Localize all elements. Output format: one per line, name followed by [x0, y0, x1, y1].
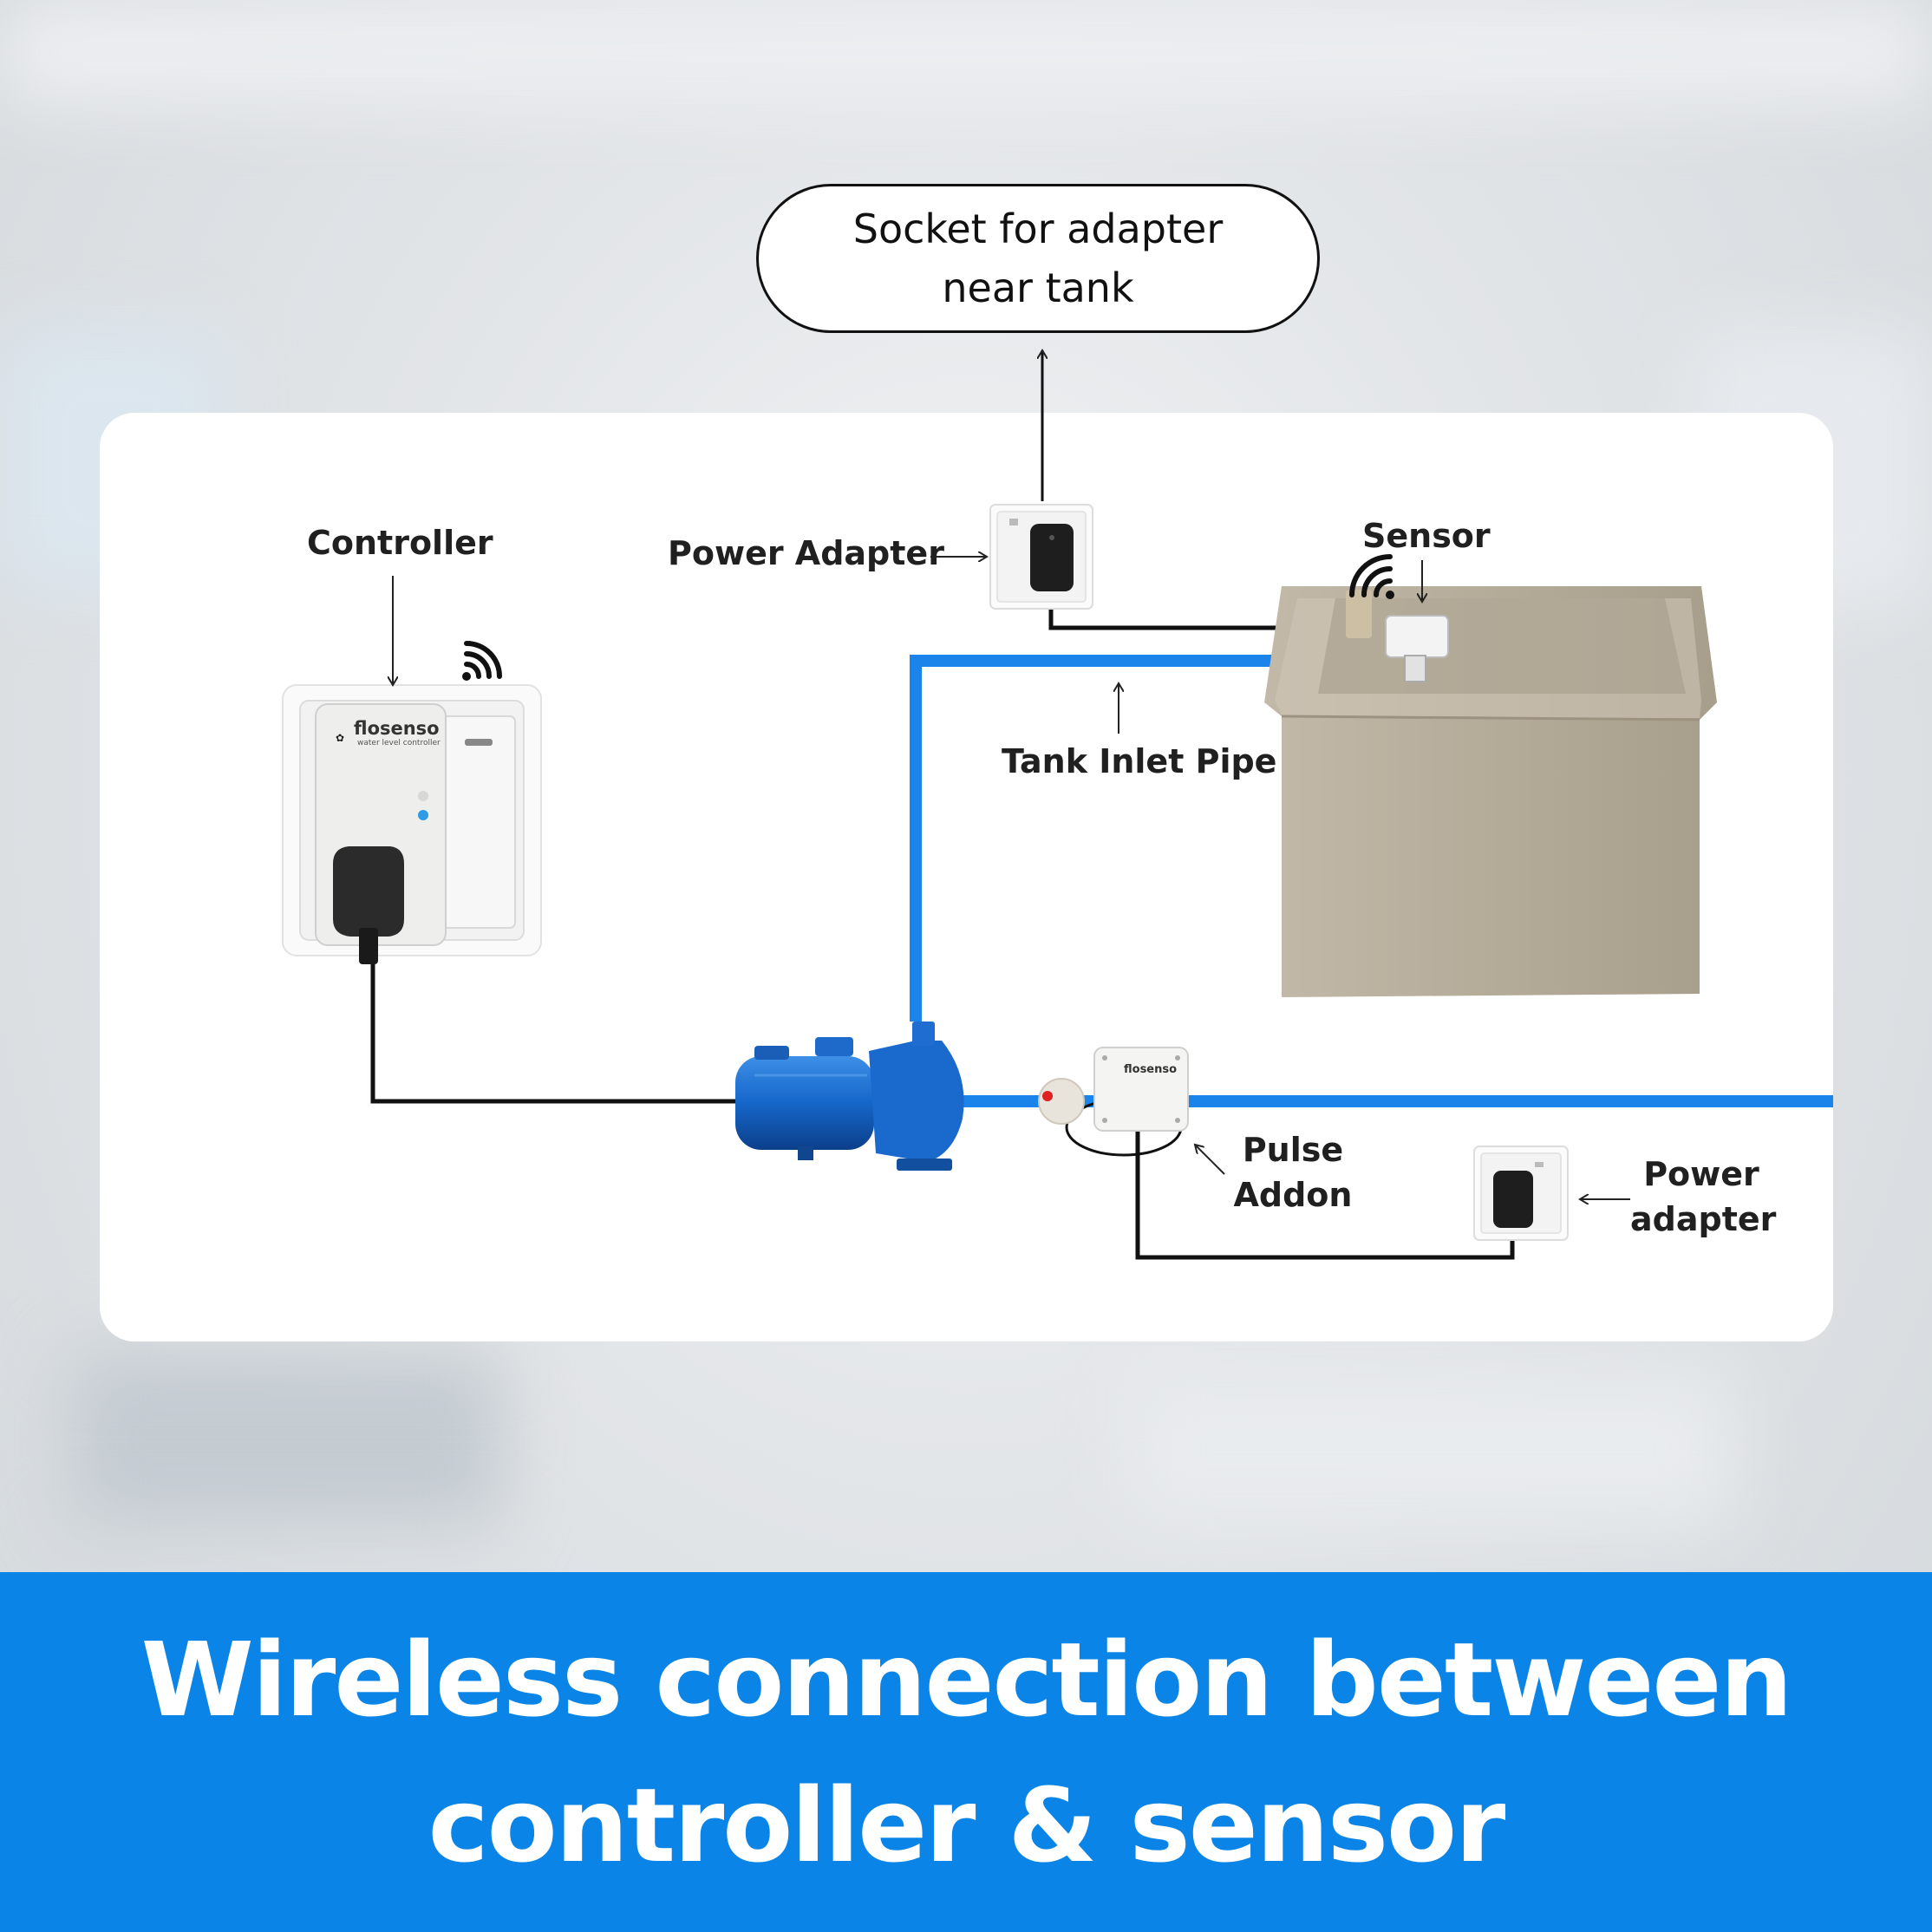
controller-device: ✿	[282, 684, 542, 964]
power-adapter-bottom-label-line-1: Power	[1643, 1155, 1759, 1193]
power-adapter-bottom	[1473, 1145, 1569, 1241]
pulse-addon-label: Pulse Addon	[1231, 1127, 1354, 1217]
power-adapter-bottom-label-line-2: adapter	[1630, 1200, 1777, 1238]
power-adapter-top-label: Power Adapter	[668, 534, 944, 572]
pulse-addon-wire	[1135, 1126, 1515, 1260]
callout-line-1: Socket for adapter	[852, 206, 1224, 252]
controller-wifi-icon	[462, 641, 502, 681]
sensor-wifi-icon	[1349, 554, 1394, 599]
banner-line-1: Wireless connection between	[140, 1619, 1793, 1739]
tank-inlet-pipe-label: Tank Inlet Pipe	[1002, 742, 1277, 780]
pulse-addon-arrow	[1195, 1145, 1225, 1175]
svg-text:✿: ✿	[336, 732, 344, 744]
pulse-addon-label-line-1: Pulse	[1242, 1131, 1344, 1169]
water-tank	[1264, 586, 1717, 997]
pulse-addon-label-line-2: Addon	[1233, 1176, 1353, 1214]
power-adapter-top	[989, 504, 1093, 610]
socket-callout-bubble: Socket for adapter near tank	[756, 184, 1320, 333]
controller-label: Controller	[307, 524, 493, 562]
power-adapter-bottom-label: Power adapter	[1630, 1152, 1777, 1242]
controller-subtitle-text: water level controller	[357, 739, 441, 747]
pulse-addon-brand-text: flosenso	[1124, 1063, 1178, 1076]
tank-inlet-pipe-line	[910, 655, 1282, 1021]
banner-line-2: controller & sensor	[428, 1765, 1506, 1885]
controller-to-pump-wire	[370, 963, 737, 1104]
caption-banner: Wireless connection between controller &…	[0, 1572, 1932, 1932]
controller-brand-text: flosenso	[354, 718, 440, 739]
level-sensor	[1346, 590, 1449, 682]
sensor-label: Sensor	[1362, 517, 1491, 555]
water-pump	[735, 1021, 964, 1171]
callout-line-2: near tank	[942, 264, 1134, 311]
pulse-addon-device	[1038, 1047, 1189, 1132]
